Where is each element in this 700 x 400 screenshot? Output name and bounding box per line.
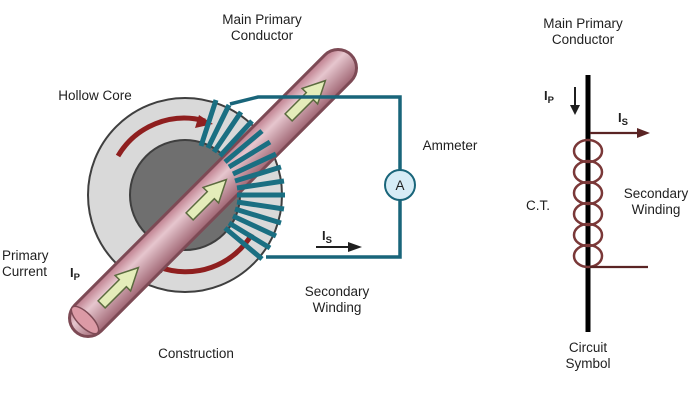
symbol-label-ct: C.T. [526,198,550,213]
construction-view: A Main Primary Conductor Hollow Core Amm… [2,12,478,361]
secondary-wire-top [229,95,402,170]
label-secondary-line1: Secondary [305,284,370,299]
rod-end-cap [70,305,100,335]
symbol-ip-arrow [570,87,580,115]
symbol-label-main-primary-line1: Main Primary [543,16,623,31]
ammeter-circle [384,169,416,201]
caption-construction: Construction [158,346,234,361]
secondary-wire-bottom [266,200,402,259]
ammeter-symbol: A [395,178,404,193]
symbol-label-secondary-line2: Winding [632,202,681,217]
label-primary-line2: Current [2,264,47,279]
label-is-construction: IS [322,228,332,246]
symbol-label-main-primary-line2: Conductor [552,32,615,47]
label-main-primary-conductor-line2: Conductor [231,28,294,43]
label-secondary-line2: Winding [313,300,362,315]
label-main-primary-conductor-line1: Main Primary [222,12,302,27]
symbol-secondary-coil [572,138,604,269]
caption-circuit-symbol-line1: Circuit [569,340,608,355]
label-primary-line1: Primary [2,248,49,263]
symbol-label-ip: IP [544,88,555,106]
label-ammeter: Ammeter [423,138,478,153]
label-ip-construction: IP [70,265,81,283]
caption-circuit-symbol-line2: Symbol [565,356,610,371]
label-hollow-core: Hollow Core [58,88,132,103]
circuit-symbol-view: Main Primary Conductor IP IS C.T. Second… [526,16,689,371]
symbol-label-is: IS [618,110,628,128]
secondary-current-arrow [316,242,362,252]
symbol-label-secondary-line1: Secondary [624,186,689,201]
secondary-winding-coil [198,99,285,261]
symbol-is-arrow [590,128,650,138]
